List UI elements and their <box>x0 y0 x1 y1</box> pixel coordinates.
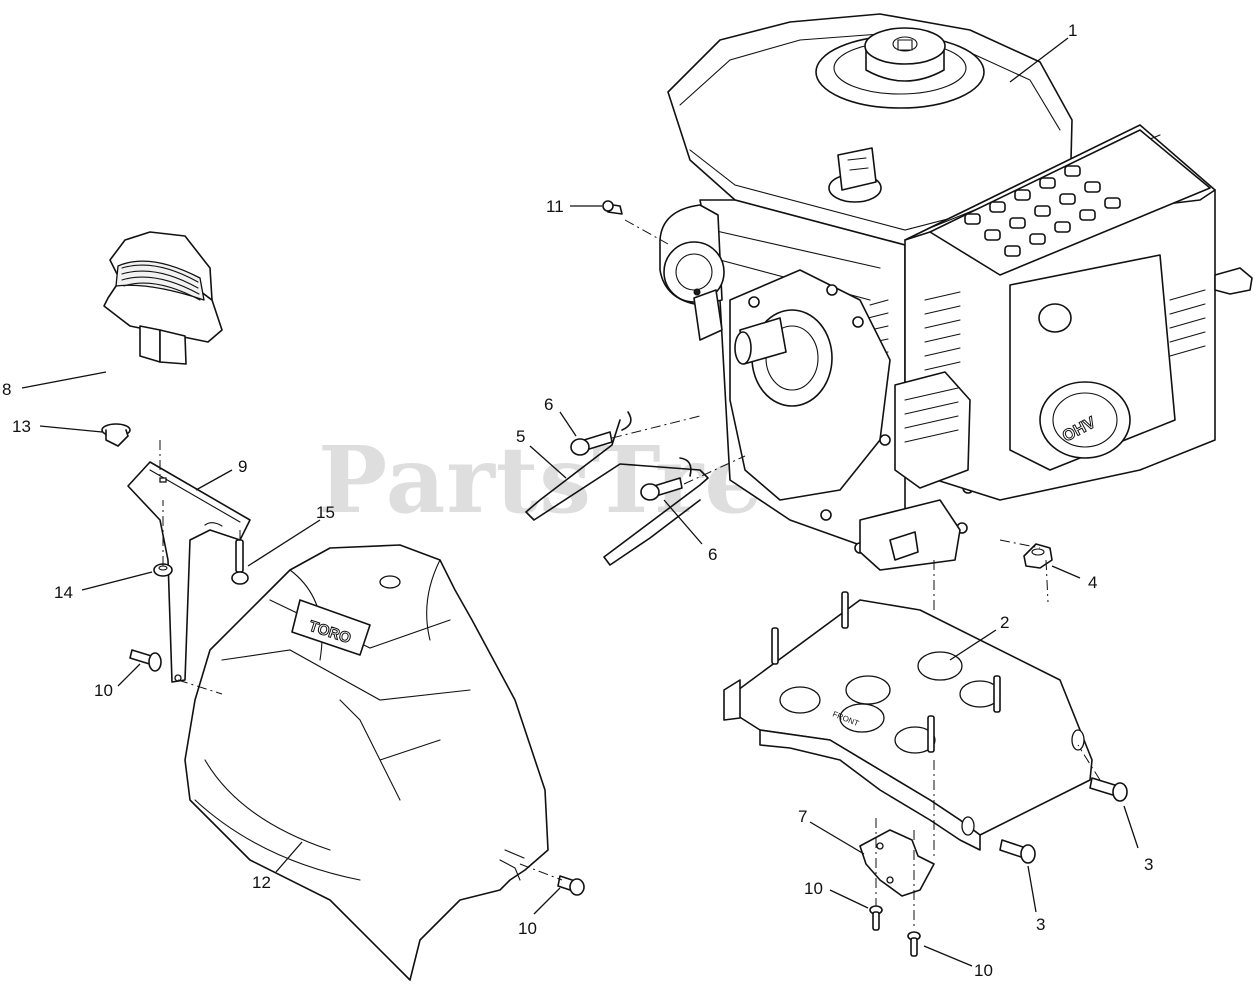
push-plug-part[interactable] <box>101 423 131 447</box>
callout-2: 2 <box>1000 613 1009 632</box>
callout-3b: 3 <box>1036 915 1045 934</box>
callout-6a: 6 <box>544 395 553 414</box>
light-bracket-part[interactable] <box>127 461 251 683</box>
belt-shroud-part[interactable]: TORO <box>184 544 549 981</box>
mount-bolt-10a-part[interactable] <box>869 905 883 931</box>
flange-nut-part[interactable] <box>1023 543 1053 569</box>
rod-screw-a-part[interactable] <box>570 431 613 456</box>
callout-12: 12 <box>252 873 271 892</box>
headlight-part[interactable] <box>103 231 223 365</box>
throttle-rod-part[interactable] <box>525 411 709 566</box>
callout-10d: 10 <box>974 961 993 980</box>
center-lines <box>159 219 1101 930</box>
callout-11: 11 <box>546 197 564 216</box>
engine-assembly[interactable]: OHV <box>659 13 1253 571</box>
mount-bolt-10b-part[interactable] <box>907 931 921 957</box>
bracket-bolt-10-part[interactable] <box>129 649 162 672</box>
callout-7: 7 <box>798 807 807 826</box>
callout-9: 9 <box>238 457 247 476</box>
callout-10a: 10 <box>94 681 113 700</box>
leader-lines <box>21 37 1139 967</box>
callout-14: 14 <box>54 583 73 602</box>
callout-8: 8 <box>2 380 11 399</box>
callout-10c: 10 <box>804 879 823 898</box>
rod-screw-b-part[interactable] <box>640 477 683 501</box>
callout-4: 4 <box>1088 573 1097 592</box>
mount-bracket-part[interactable] <box>859 829 935 897</box>
callout-13: 13 <box>12 417 31 436</box>
callout-10b: 10 <box>518 919 537 938</box>
callout-6b: 6 <box>708 545 717 564</box>
mount-bolt-b-part[interactable] <box>999 839 1036 864</box>
callout-15: 15 <box>316 503 335 522</box>
callout-1: 1 <box>1068 21 1077 40</box>
callout-labels: 1 2 3 3 4 5 6 6 7 8 9 10 10 10 10 11 12 … <box>2 21 1153 980</box>
shroud-bolt-10-part[interactable] <box>557 875 585 896</box>
bracket-bolt-part[interactable] <box>231 539 249 585</box>
engine-mount-part[interactable]: FRONT <box>723 591 1093 851</box>
callout-5: 5 <box>516 427 525 446</box>
mount-bolt-a-part[interactable] <box>1089 777 1128 802</box>
callout-3a: 3 <box>1144 855 1153 874</box>
engine-screw-part[interactable] <box>602 200 623 215</box>
